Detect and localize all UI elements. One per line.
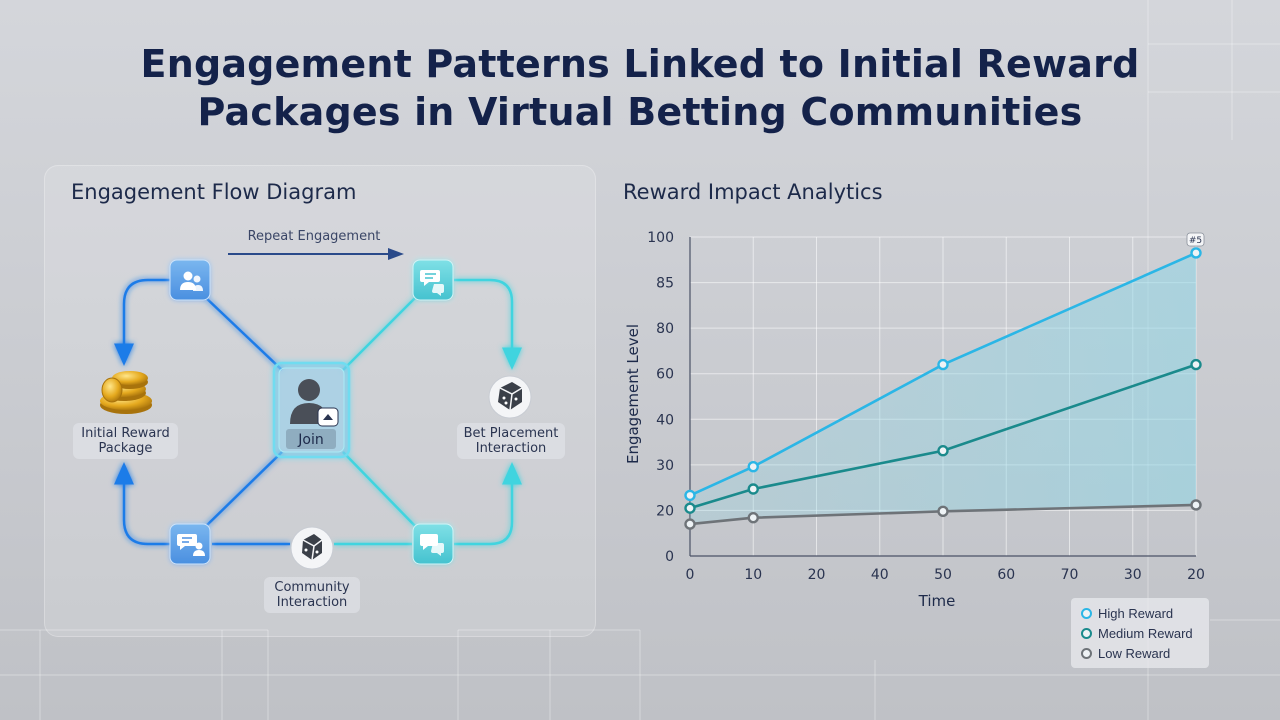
- data-point-high-reward: [684, 489, 696, 502]
- join-node[interactable]: Join: [272, 361, 351, 459]
- y-tick-label: 0: [665, 549, 674, 565]
- bet-placement-label: Bet Placement Interaction: [457, 423, 565, 459]
- data-point-medium-reward: [937, 445, 949, 457]
- data-point-high-reward: [937, 358, 949, 371]
- flow-diagram-heading: Engagement Flow Diagram: [71, 180, 357, 204]
- y-tick-label: 40: [656, 412, 674, 428]
- data-point-medium-reward: [747, 483, 759, 495]
- series-line-medium-reward: [689, 363, 1197, 510]
- x-tick-label: 60: [997, 567, 1015, 583]
- connector-bottomleft-center: [203, 451, 283, 529]
- series-line-high-reward: [689, 251, 1197, 497]
- x-axis-label: Time: [918, 592, 956, 610]
- x-tick-label: 0: [686, 567, 695, 583]
- community-interaction-label: Community Interaction: [264, 577, 360, 613]
- dice-icon: [290, 526, 334, 570]
- chart-badge-text: #5: [1189, 236, 1202, 246]
- gold-coins-icon: [100, 371, 152, 414]
- title-line-1: Engagement Patterns Linked to Initial Re…: [140, 42, 1140, 86]
- x-tick-label: 70: [1061, 567, 1079, 583]
- chat-icon: [420, 534, 444, 556]
- repeat-engagement-label: Repeat Engagement: [248, 229, 381, 244]
- legend-item-low: Low Reward: [1081, 643, 1199, 663]
- legend-label-medium: Medium Reward: [1098, 625, 1193, 641]
- connector-topleft-center: [203, 295, 283, 371]
- join-label: Join: [297, 432, 323, 448]
- y-tick-label: 85: [656, 276, 674, 292]
- y-tick-label: 100: [647, 230, 674, 246]
- y-axis-label: Engagement Level: [624, 324, 642, 464]
- arrow-from-reward: [114, 462, 170, 546]
- bet-placement-label-line1: Bet Placement: [463, 426, 559, 441]
- series-line-low-reward: [689, 503, 1197, 526]
- dice-icon: [488, 375, 532, 419]
- high-reward-area: [690, 252, 1196, 525]
- legend-marker-high: [1081, 607, 1092, 619]
- initial-reward-label: Initial Reward Package: [73, 423, 178, 459]
- initial-reward-label-line1: Initial Reward: [81, 426, 170, 441]
- bet-placement-label-line2: Interaction: [475, 441, 547, 456]
- node-top-right[interactable]: [412, 259, 454, 301]
- users-icon: [180, 271, 203, 291]
- y-tick-label: 60: [656, 367, 674, 383]
- legend-item-high: High Reward: [1081, 603, 1199, 623]
- legend-label-low: Low Reward: [1098, 645, 1171, 661]
- data-point-high-reward: [747, 460, 759, 473]
- data-point-low-reward: [747, 512, 759, 524]
- comment-user-icon: [177, 534, 205, 556]
- y-tick-label: 80: [656, 321, 674, 337]
- node-bottom-right[interactable]: [412, 523, 454, 565]
- analytics-heading: Reward Impact Analytics: [623, 180, 883, 204]
- arrow-from-bet: [454, 462, 522, 546]
- legend-label-high: High Reward: [1098, 605, 1174, 621]
- data-point-low-reward: [937, 505, 949, 518]
- chat-icon: [420, 270, 444, 296]
- community-interaction-label-line2: Interaction: [276, 595, 348, 610]
- data-point-high-reward: [1190, 247, 1202, 259]
- arrow-to-bet: [454, 278, 522, 370]
- chart-badge: #5: [1186, 232, 1205, 247]
- connector-topright-center: [342, 295, 418, 371]
- x-tick-label: 10: [744, 567, 762, 583]
- x-tick-label: 50: [934, 567, 952, 583]
- title-line-2: Packages in Virtual Betting Communities: [197, 90, 1083, 134]
- node-bottom-left[interactable]: [169, 523, 211, 565]
- data-point-medium-reward: [1190, 358, 1202, 371]
- legend-marker-low: [1081, 647, 1092, 659]
- y-tick-label: 30: [656, 458, 674, 474]
- community-interaction-label-line1: Community: [274, 580, 350, 595]
- arrow-to-reward: [114, 278, 170, 366]
- data-point-low-reward: [1190, 499, 1202, 511]
- data-point-medium-reward: [684, 502, 696, 514]
- x-tick-label: 40: [871, 567, 889, 583]
- x-tick-label: 30: [1124, 567, 1142, 583]
- legend-item-medium: Medium Reward: [1081, 623, 1199, 643]
- data-point-low-reward: [684, 518, 696, 530]
- x-tick-label: 20: [808, 567, 826, 583]
- legend-marker-medium: [1081, 627, 1092, 639]
- connector-bottomright-center: [342, 451, 418, 529]
- chart-legend: High Reward Medium Reward Low Reward: [1071, 598, 1209, 668]
- x-tick-label: 20: [1187, 567, 1205, 583]
- node-top-left[interactable]: [169, 259, 211, 301]
- page-title: Engagement Patterns Linked to Initial Re…: [0, 40, 1280, 136]
- initial-reward-label-line2: Package: [98, 441, 153, 456]
- y-tick-label: 20: [656, 503, 674, 519]
